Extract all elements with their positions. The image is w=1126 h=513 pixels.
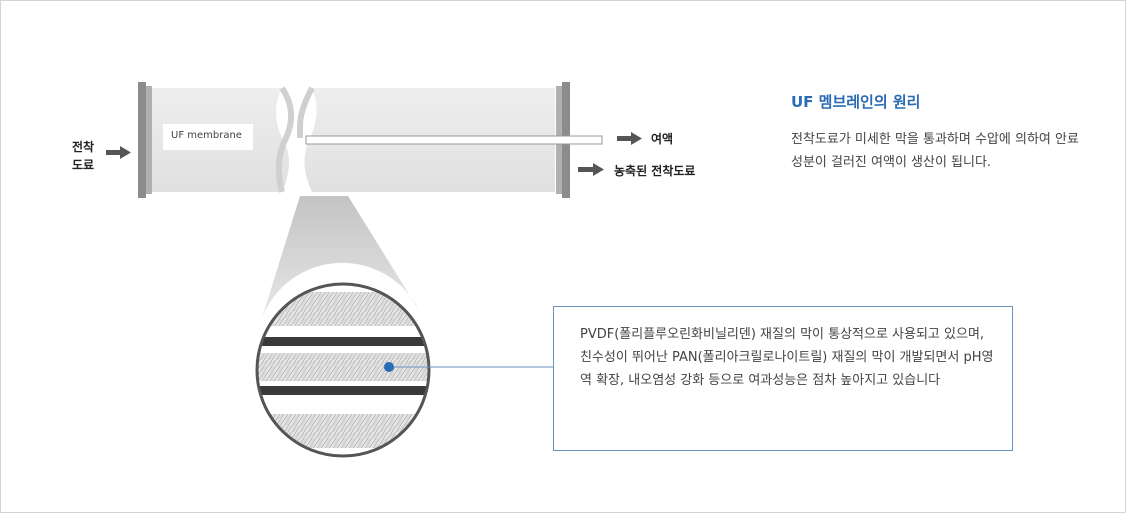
- membrane-label-box: [163, 124, 253, 150]
- membrane-dark-band: [257, 386, 429, 395]
- info-title: UF 멤브레인의 원리: [791, 93, 921, 111]
- permeate-label: 여액: [651, 132, 674, 146]
- left-flange: [138, 82, 146, 198]
- concentrate-label: 농축된 전착도료: [614, 164, 696, 178]
- permeate-tube: [305, 135, 603, 145]
- callout-text: PVDF(폴리플루오린화비닐리덴) 재질의 막이 통상적으로 사용되고 있으며,…: [580, 327, 994, 388]
- permeate-arrow: [617, 132, 642, 145]
- feed-arrow: [106, 146, 131, 159]
- left-flange-inner: [146, 86, 152, 194]
- membrane-cross-section: [257, 284, 429, 456]
- callout-box: PVDF(폴리플루오린화비닐리덴) 재질의 막이 통상적으로 사용되고 있으며,…: [553, 306, 1013, 451]
- concentrate-arrow: [578, 163, 604, 176]
- feed-label: 전착 도료: [72, 140, 95, 172]
- info-description: 전착도료가 미세한 막을 통과하며 수압에 의하여 안료 성분이 걸러진 여액이…: [791, 132, 1079, 170]
- callout-dot: [384, 362, 394, 372]
- magnifier-cone: [262, 196, 420, 318]
- tube-break-edge: [275, 86, 295, 193]
- magnifier-circle: [255, 282, 431, 458]
- membrane-dark-band: [257, 337, 429, 346]
- tube-break-edge: [297, 86, 315, 138]
- membrane-label: UF membrane: [171, 130, 242, 141]
